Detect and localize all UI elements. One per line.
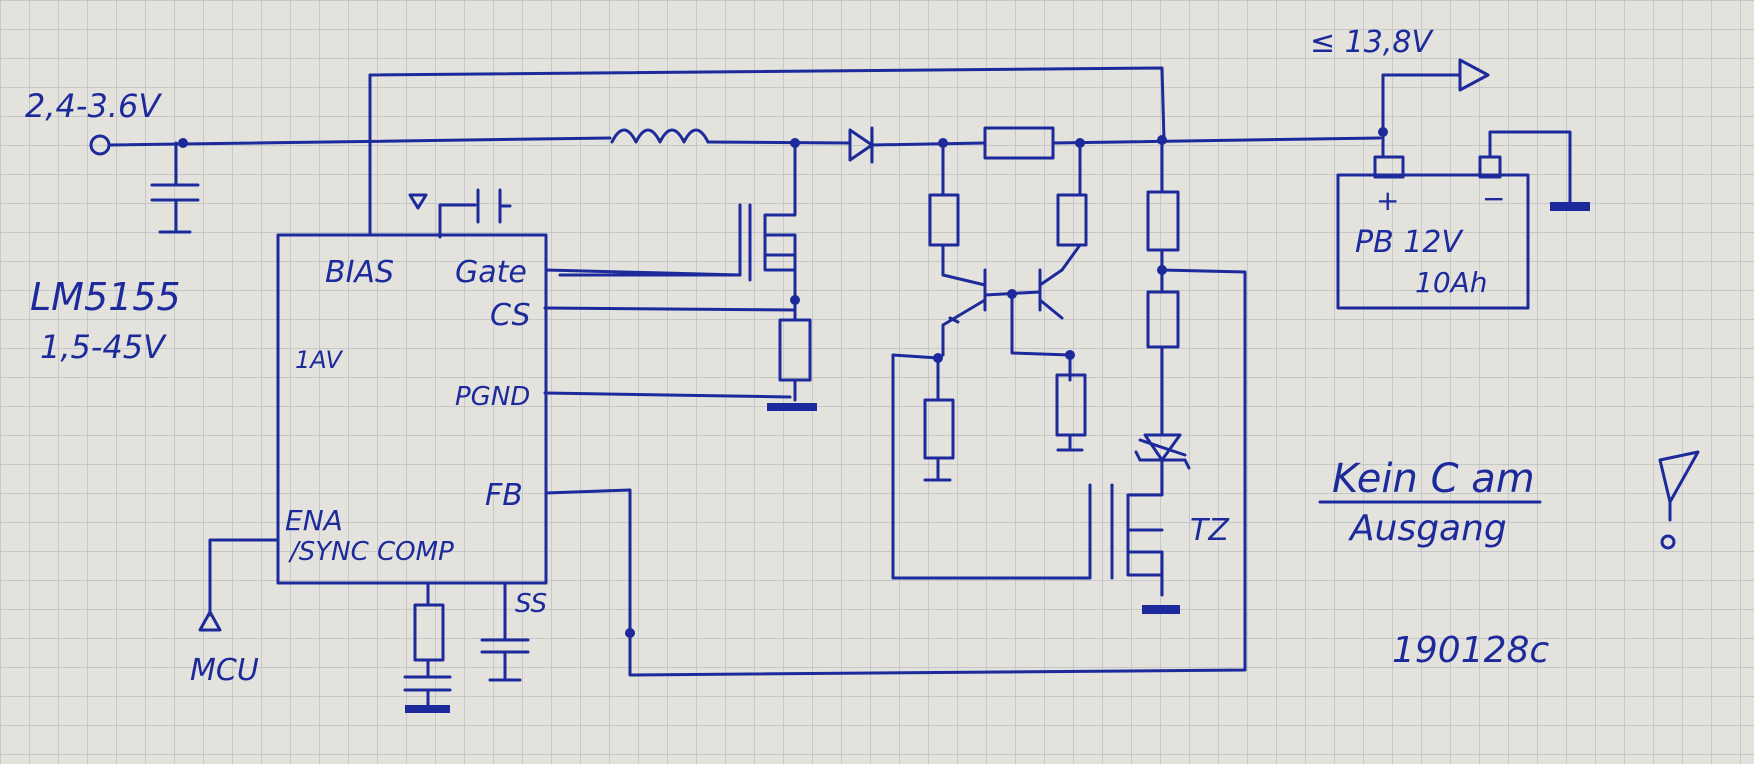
resistor-right-pullup [1056,193,1088,247]
input-terminal [89,134,111,156]
comp-capacitor [403,658,452,707]
divider-node [1157,265,1167,275]
pullup-wires [941,141,1082,277]
ic-pin-sync-comp: /SYNC COMP [288,537,454,567]
ena-wire [208,538,280,617]
emitter-node-right [1065,350,1075,360]
cs-wire [543,306,797,312]
output-terminal-symbol [1660,534,1676,550]
emitter-ground-right [1056,433,1084,452]
bias-capacitor [438,188,512,239]
battery-minus-wire [1488,130,1572,204]
date-code: 190128c [1392,630,1549,671]
ic-pin-pgnd: PGND [455,382,530,412]
base-feedback [1010,292,1072,382]
inductor [610,128,710,144]
battery-plus-terminal [1373,155,1405,179]
mcu-label: MCU [190,653,259,688]
ic-pin-ss: SS [515,589,547,619]
output-arrow [1458,58,1490,92]
tz-mosfet [1110,458,1164,597]
gate-wire [544,268,742,277]
ground-bar-tz [1142,605,1180,614]
ic-pin-cs: CS [490,298,531,333]
bias-wire [368,66,1166,237]
output-voltage-label: ≤ 13,8V [1310,25,1434,60]
tz-label: TZ [1190,513,1230,548]
rail-wire-4 [1051,136,1382,145]
battery-plus-label: + [1376,184,1399,217]
ground-bar-battery [1550,202,1590,211]
ic-pin-bias: BIAS [325,255,394,290]
rail-wire-2 [706,140,852,145]
ic-pin-fb: FB [485,478,523,513]
battery-body [1336,173,1530,310]
input-rail-wire [108,136,612,147]
mosfet-switch [558,141,797,302]
bias-ground [408,193,428,210]
input-node [178,138,188,148]
ic-pin-1av: 1AV [295,346,343,374]
input-voltage-label: 2,4-3.6V [25,87,162,125]
ic-range: 1,5-45V [40,328,167,366]
emitter-wire-left [923,356,952,482]
transistor-left [941,268,987,357]
left-loop-wire [891,353,1092,580]
lm5155-ic-box [276,233,548,585]
battery-type: PB 12V [1355,225,1464,260]
ground-bar-comp [405,705,450,713]
ic-pin-gate: Gate [455,255,527,290]
ic-pin-ena: ENA [285,504,343,537]
battery-minus-label: − [1482,182,1505,215]
fb-node [625,628,635,638]
note-line2: Ausgang [1348,508,1507,549]
note-line1: Kein C am [1332,456,1535,502]
fb-wire [544,268,1247,677]
input-capacitor [150,141,200,234]
transistor-right [1038,268,1064,320]
ss-capacitor [480,581,530,682]
ground-bar-1 [767,403,817,411]
output-arrow-symbol [1658,450,1700,522]
battery-capacity: 10Ah [1415,266,1488,299]
output-wire [1381,73,1462,134]
mcu-arrow [198,610,222,632]
rail-wire-3 [870,141,987,147]
ic-name: LM5155 [30,275,181,319]
pgnd-wire [543,391,792,399]
